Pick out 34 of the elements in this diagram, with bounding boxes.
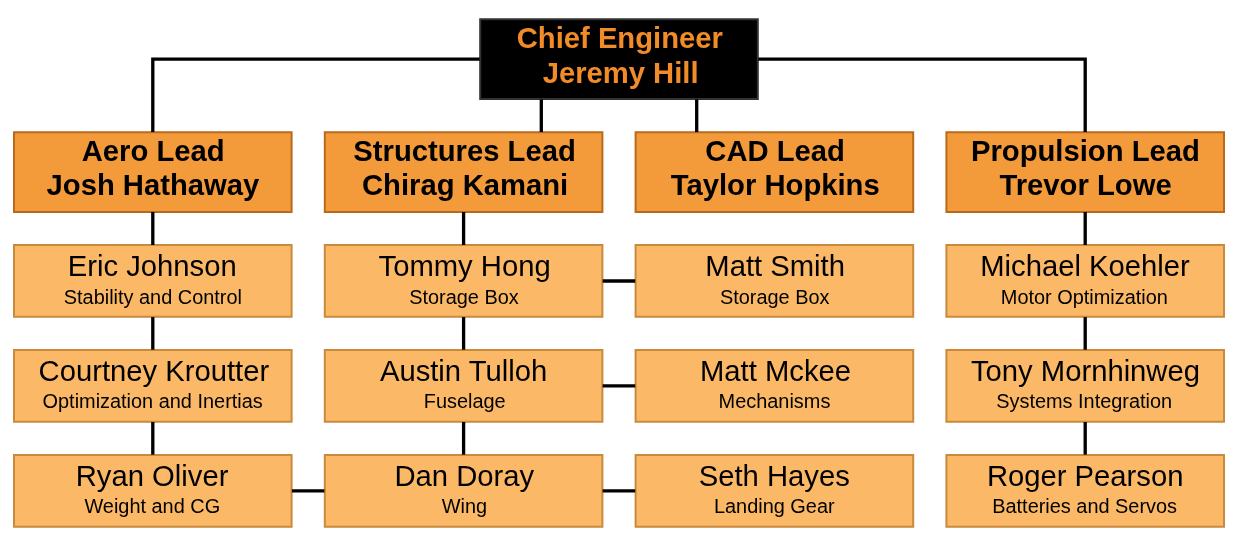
connector bbox=[1083, 212, 1087, 245]
connector bbox=[602, 279, 636, 283]
node-box: Aero Lead Josh Hathaway bbox=[13, 131, 293, 213]
connector bbox=[151, 422, 155, 455]
node-box: Roger Pearson Batteries and Servos bbox=[945, 453, 1225, 528]
node-box: Courtney Kroutter Optimization and Inertias bbox=[13, 349, 293, 423]
node-box: Seth Hayes Landing Gear bbox=[634, 453, 915, 528]
connector bbox=[291, 489, 325, 493]
node-box: Eric Johnson Stability and Control bbox=[13, 244, 293, 318]
node-box: Dan Doray Wing bbox=[323, 453, 604, 528]
node-box: Austin Tulloh Fuselage bbox=[323, 349, 604, 423]
connector bbox=[1083, 317, 1087, 350]
node-box: Michael Koehler Motor Optimization bbox=[945, 244, 1225, 318]
connector bbox=[461, 422, 466, 455]
node-box: Chief Engineer Jeremy Hill bbox=[479, 18, 759, 100]
node-box: Tommy Hong Storage Box bbox=[323, 244, 604, 318]
connector bbox=[151, 57, 480, 132]
connector bbox=[539, 99, 543, 133]
node-box: Tony Mornhinweg Systems Integration bbox=[945, 349, 1225, 423]
connector bbox=[1083, 422, 1087, 455]
connector bbox=[602, 384, 636, 388]
node-box: Matt Smith Storage Box bbox=[634, 244, 915, 318]
node-box: Propulsion Lead Trevor Lowe bbox=[945, 131, 1225, 213]
node-box: Structures Lead Chirag Kamani bbox=[323, 131, 604, 213]
connector bbox=[602, 489, 636, 493]
node-box: Ryan Oliver Weight and CG bbox=[13, 453, 293, 528]
connector bbox=[151, 317, 155, 350]
connector bbox=[758, 57, 1087, 132]
connector bbox=[695, 99, 699, 133]
connector bbox=[151, 212, 155, 245]
node-box: Matt Mckee Mechanisms bbox=[634, 349, 915, 423]
node-box: CAD Lead Taylor Hopkins bbox=[634, 131, 915, 213]
connector bbox=[461, 317, 466, 350]
connector bbox=[461, 212, 466, 245]
